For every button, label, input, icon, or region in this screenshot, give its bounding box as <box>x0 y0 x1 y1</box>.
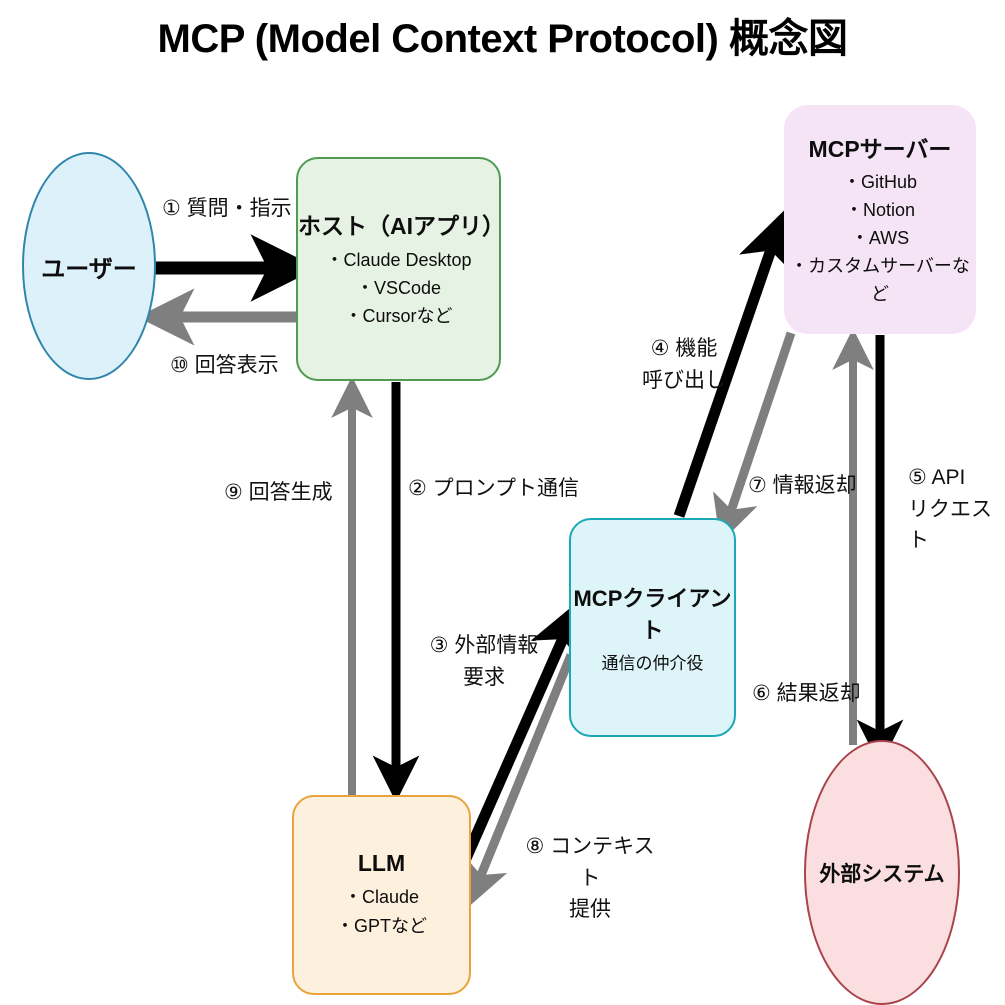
node-mcp-server[interactable]: MCPサーバー ・GitHub ・Notion ・AWS ・カスタムサーバーなど <box>784 105 976 334</box>
edge-label-4: ④ 機能 呼び出し <box>642 337 726 392</box>
node-external-system[interactable]: 外部システム <box>804 740 960 1005</box>
edge-label-8: ⑧ コンテキスト 提供 <box>525 835 655 921</box>
node-mcp-server-items: ・GitHub ・Notion ・AWS ・カスタムサーバーなど <box>790 172 970 304</box>
node-user-label: ユーザー <box>41 255 137 283</box>
edge-label-1: ① 質問・指示 <box>162 197 292 220</box>
node-host-items: ・Claude Desktop ・VSCode ・Cursorなど <box>325 250 472 326</box>
edge-label-3: ③ 外部情報 要求 <box>429 634 539 689</box>
edge-label-9: ⑨ 回答生成 <box>224 481 333 504</box>
node-llm-label: LLM <box>357 849 406 876</box>
node-mcp-server-label: MCPサーバー <box>808 136 952 163</box>
node-llm-items: ・Claude ・GPTなど <box>335 886 427 936</box>
node-llm[interactable]: LLM ・Claude ・GPTなど <box>292 795 471 995</box>
edge-label-2: ② プロンプト通信 <box>408 477 580 500</box>
node-mcp-client[interactable]: MCPクライアント 通信の仲介役 <box>569 518 736 737</box>
edge-label-6: ⑥ 結果返却 <box>752 682 861 705</box>
node-mcp-client-sub: 通信の仲介役 <box>601 654 704 673</box>
node-host[interactable]: ホスト（AIアプリ） ・Claude Desktop ・VSCode ・Curs… <box>296 157 505 381</box>
node-mcp-client-label: MCPクライアント <box>573 586 732 643</box>
node-host-label: ホスト（AIアプリ） <box>298 213 505 240</box>
edge-label-5: ⑤ API リクエスト <box>908 466 992 552</box>
edge-label-10: ⑩ 回答表示 <box>170 354 279 377</box>
node-external-system-label: 外部システム <box>819 862 945 886</box>
edge-label-7: ⑦ 情報返却 <box>748 474 857 497</box>
page-title: MCP (Model Context Protocol) 概念図 <box>157 17 848 61</box>
node-user[interactable]: ユーザー <box>22 152 156 380</box>
